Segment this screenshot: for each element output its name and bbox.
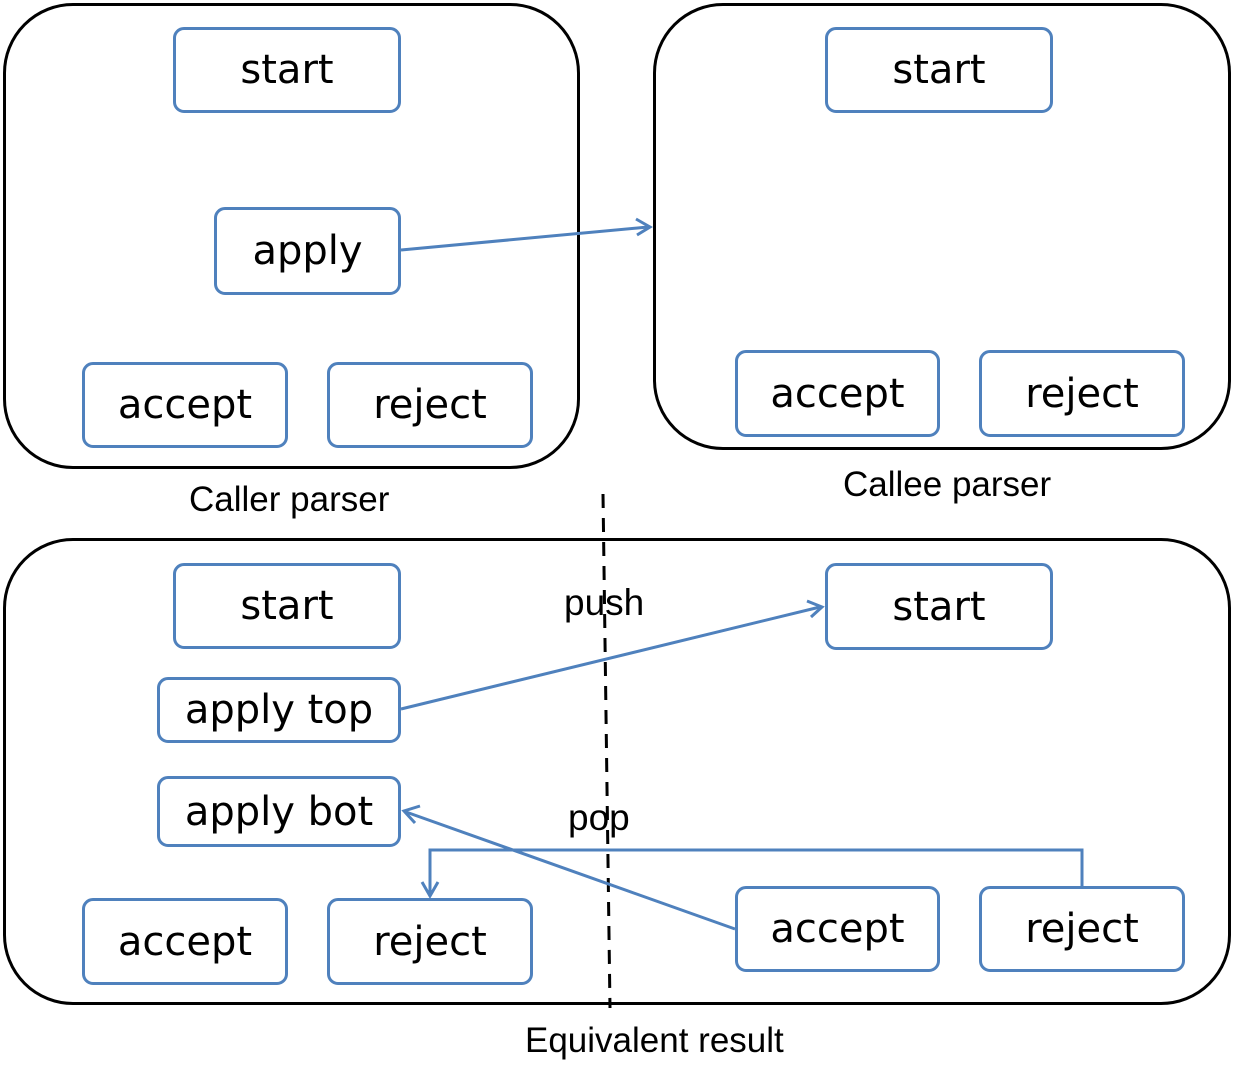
callee-start-node: start	[825, 27, 1053, 113]
caller-reject-node: reject	[327, 362, 533, 448]
result-caller-accept-node: accept	[82, 898, 288, 985]
result-caller-start-node: start	[173, 563, 401, 649]
caller-parser-caption: Caller parser	[189, 480, 390, 519]
callee-reject-node: reject	[979, 350, 1185, 437]
caller-start-node: start	[173, 27, 401, 113]
result-caller-reject-node: reject	[327, 898, 533, 985]
caller-accept-node: accept	[82, 362, 288, 448]
result-apply-bot-node: apply bot	[157, 776, 401, 847]
result-callee-reject-node: reject	[979, 886, 1185, 972]
equivalent-result-caption: Equivalent result	[525, 1021, 784, 1060]
result-callee-start-node: start	[825, 563, 1053, 650]
push-label: push	[564, 582, 645, 623]
caller-apply-node: apply	[214, 207, 401, 295]
pop-label: pop	[568, 797, 630, 838]
result-apply-top-node: apply top	[157, 677, 401, 743]
callee-parser-caption: Callee parser	[843, 465, 1052, 504]
result-callee-accept-node: accept	[735, 886, 940, 972]
apply-to-callee-arrowhead	[635, 217, 653, 237]
callee-accept-node: accept	[735, 350, 940, 437]
